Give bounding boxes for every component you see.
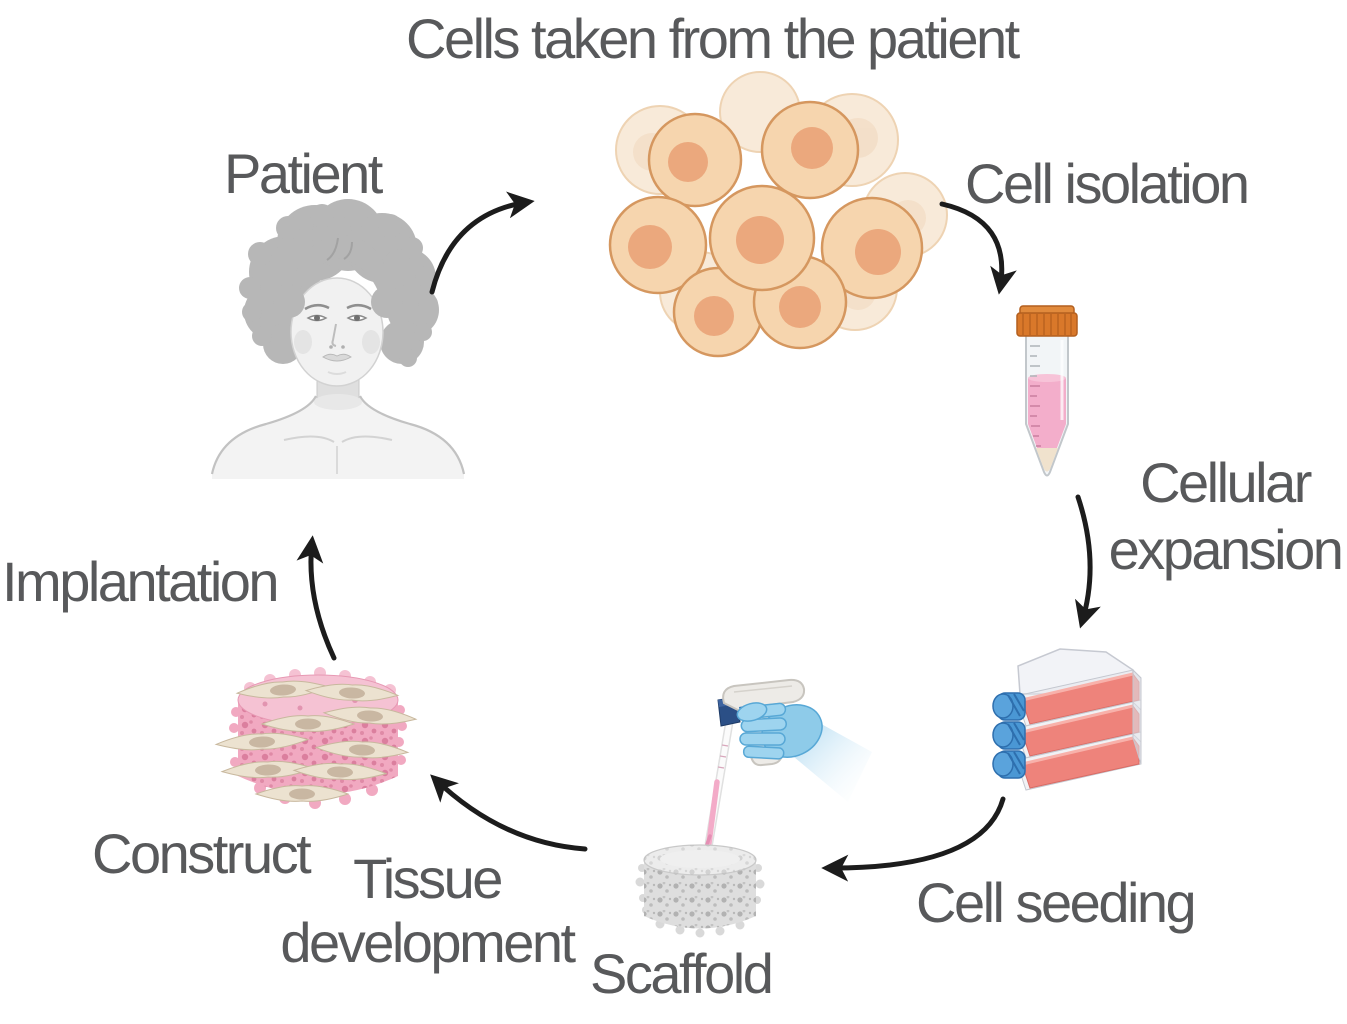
label-construct: Construct (92, 822, 312, 885)
construct-icon (214, 667, 418, 809)
label-tissue-development: Tissue development (272, 847, 582, 975)
label-cell-isolation: Cell isolation (965, 152, 1250, 215)
spindle-cells (214, 680, 418, 802)
label-tissue-development-line1: Tissue (353, 847, 503, 910)
culture-flasks-icon (992, 648, 1142, 791)
label-cellular-expansion-line2: expansion (1108, 518, 1344, 581)
label-cells-taken-from-patient: Cells taken from the patient (406, 7, 1020, 70)
cycle-arrows (296, 191, 1101, 882)
arrow-flasks-to-scaffold (821, 796, 1006, 882)
label-patient: Patient (224, 142, 383, 205)
label-cellular-expansion: Cellular expansion (1105, 449, 1345, 583)
arrow-tube-to-flasks (1074, 494, 1101, 629)
arrow-scaffold-to-construct (430, 774, 588, 852)
label-scaffold: Scaffold (590, 942, 774, 1005)
arrow-cells-to-tube (939, 201, 1017, 295)
arrow-patient-to-cells (429, 191, 535, 295)
pipette-hand-icon (703, 678, 872, 852)
label-cellular-expansion-line1: Cellular (1140, 451, 1312, 514)
label-implantation: Implantation (2, 550, 280, 613)
label-cell-seeding: Cell seeding (916, 871, 1197, 934)
scaffold-icon (635, 844, 765, 938)
cell-cluster-illustration (608, 71, 948, 358)
patient-illustration (210, 199, 466, 479)
centrifuge-tube-icon (1016, 305, 1078, 477)
label-tissue-development-line2: development (280, 911, 576, 974)
arrow-construct-to-patient (296, 535, 337, 661)
flask-caps (992, 692, 1026, 779)
